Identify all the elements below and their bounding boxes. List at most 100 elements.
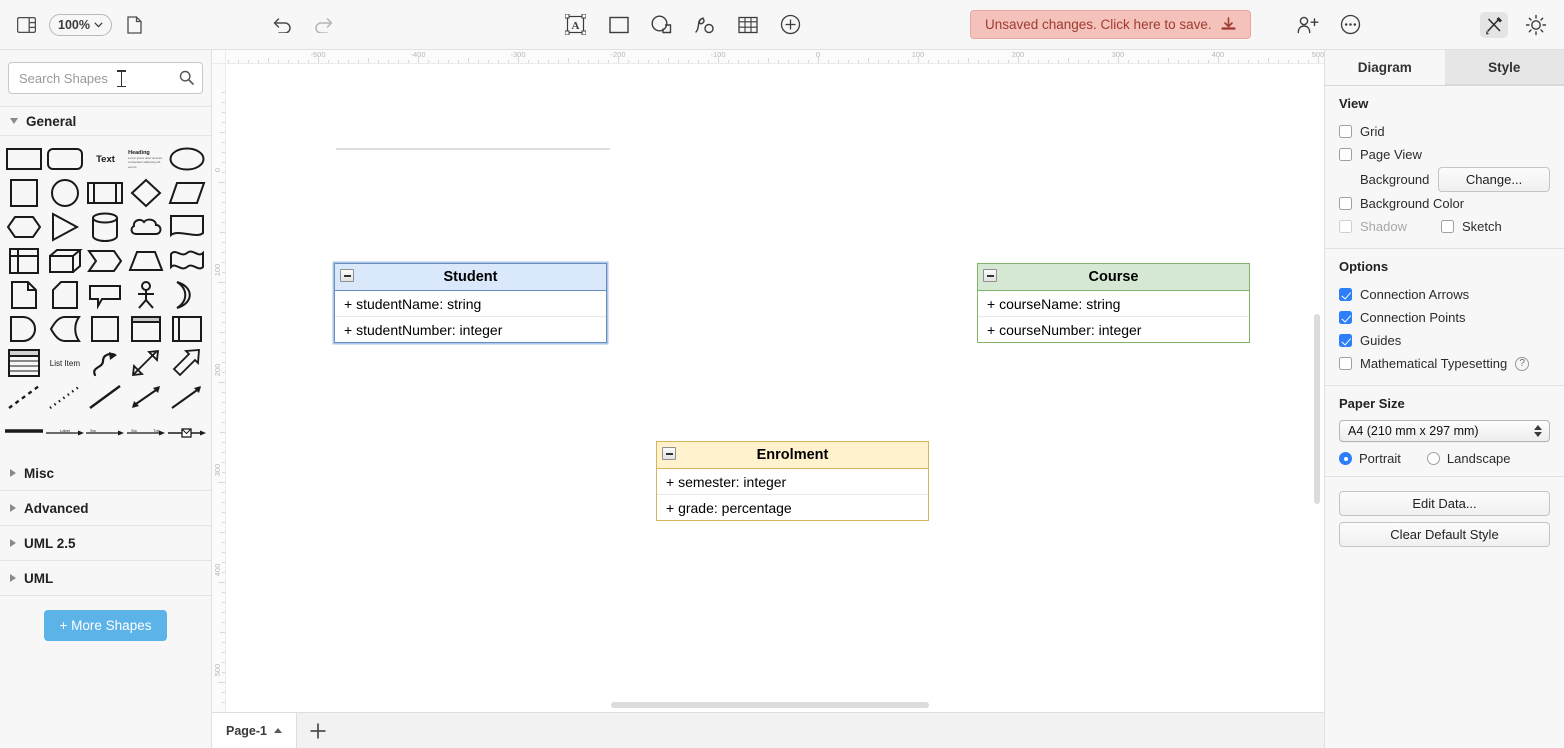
add-shape-icon[interactable] <box>777 12 805 38</box>
shape-double-arrow[interactable] <box>126 346 167 380</box>
shape-parallelogram[interactable] <box>166 176 207 210</box>
shape-rectangle[interactable] <box>4 142 45 176</box>
canvas-surface[interactable]: Student + studentName: string + studentN… <box>226 64 1324 712</box>
shape-square[interactable] <box>4 176 45 210</box>
collapse-icon[interactable] <box>662 447 676 460</box>
math-typesetting-row[interactable]: Mathematical Typesetting ? <box>1339 352 1550 375</box>
toggle-sidebar-icon[interactable] <box>12 12 40 38</box>
text-shape-icon[interactable]: A <box>562 12 590 38</box>
background-color-checkbox[interactable] <box>1339 197 1352 210</box>
uml-class-header[interactable]: Enrolment <box>657 442 928 469</box>
shape-diamond[interactable] <box>126 176 167 210</box>
search-icon[interactable] <box>179 70 194 85</box>
collapse-icon[interactable] <box>983 269 997 282</box>
uml-class-header[interactable]: Course <box>978 264 1249 291</box>
uml-attribute-row[interactable]: + courseName: string <box>978 291 1249 317</box>
landscape-radio[interactable] <box>1426 452 1440 465</box>
connection-arrows-row[interactable]: Connection Arrows <box>1339 283 1550 306</box>
guides-row[interactable]: Guides <box>1339 329 1550 352</box>
horizontal-scrollbar[interactable] <box>611 702 929 708</box>
clear-default-style-button[interactable]: Clear Default Style <box>1339 522 1550 547</box>
shape-note[interactable] <box>4 278 45 312</box>
shape-directional-arrow[interactable] <box>166 380 207 414</box>
uml-attribute-row[interactable]: + semester: integer <box>657 469 928 495</box>
shape-thick-line[interactable] <box>4 414 45 448</box>
shape-step[interactable] <box>85 244 126 278</box>
shape-callout[interactable] <box>85 278 126 312</box>
help-icon[interactable]: ? <box>1515 356 1530 371</box>
shape-or[interactable] <box>166 278 207 312</box>
shape-triangle[interactable] <box>45 210 86 244</box>
shape-container[interactable] <box>85 312 126 346</box>
connection-arrows-checkbox[interactable] <box>1339 288 1352 301</box>
unsaved-changes-button[interactable]: Unsaved changes. Click here to save. <box>969 10 1251 39</box>
uml-class-enrolment[interactable]: Enrolment + semester: integer + grade: p… <box>656 441 929 521</box>
shape-line[interactable] <box>85 380 126 414</box>
uml-attribute-row[interactable]: + courseNumber: integer <box>987 322 1142 338</box>
edit-data-button[interactable]: Edit Data... <box>1339 491 1550 516</box>
shape-source-edge[interactable]: Src <box>85 414 126 448</box>
format-panel-icon[interactable] <box>1480 11 1508 38</box>
shadow-checkbox[interactable] <box>1339 220 1352 233</box>
shape-circle[interactable] <box>45 176 86 210</box>
add-person-icon[interactable] <box>1294 12 1322 38</box>
paper-size-select[interactable]: A4 (210 mm x 297 mm) <box>1339 420 1550 442</box>
shape-window[interactable] <box>126 312 167 346</box>
connection-points-checkbox[interactable] <box>1339 311 1352 324</box>
shape-delay[interactable] <box>4 312 45 346</box>
portrait-radio[interactable] <box>1339 452 1352 465</box>
shape-vertical-container[interactable] <box>166 312 207 346</box>
uml-attribute-row[interactable]: + grade: percentage <box>666 500 792 516</box>
add-page-button[interactable] <box>297 713 339 748</box>
uml-class-student[interactable]: Student + studentName: string + studentN… <box>334 263 607 343</box>
more-options-icon[interactable] <box>1336 12 1364 38</box>
redo-icon[interactable] <box>309 12 337 38</box>
uml-attribute-row[interactable]: + studentNumber: integer <box>344 322 503 338</box>
shape-list[interactable] <box>4 346 45 380</box>
table-icon[interactable] <box>734 12 762 38</box>
sketch-checkbox[interactable] <box>1440 220 1454 233</box>
guides-checkbox[interactable] <box>1339 334 1352 347</box>
sidebar-section-advanced[interactable]: Advanced <box>0 491 211 526</box>
shape-cube[interactable] <box>45 244 86 278</box>
page-icon[interactable] <box>121 12 149 38</box>
shape-edge-with-label-box[interactable] <box>166 414 207 448</box>
sidebar-section-misc[interactable]: Misc <box>0 456 211 491</box>
shape-rounded-rectangle[interactable] <box>45 142 86 176</box>
ellipse-shape-icon[interactable] <box>648 12 676 38</box>
shape-curved-arrow[interactable] <box>85 346 126 380</box>
tab-style[interactable]: Style <box>1444 50 1564 85</box>
grid-row[interactable]: Grid <box>1339 120 1550 143</box>
shape-bidirectional-arrow[interactable] <box>126 380 167 414</box>
vertical-scrollbar[interactable] <box>1314 314 1320 504</box>
page-tab-page-1[interactable]: Page-1 <box>212 713 297 748</box>
shape-trapezoid[interactable] <box>126 244 167 278</box>
shape-tape[interactable] <box>166 244 207 278</box>
shape-dotted-line[interactable] <box>45 380 86 414</box>
freehand-icon[interactable] <box>691 12 719 38</box>
shape-document[interactable] <box>166 210 207 244</box>
search-shapes-box[interactable] <box>8 62 203 94</box>
connection-points-row[interactable]: Connection Points <box>1339 306 1550 329</box>
page-view-row[interactable]: Page View <box>1339 143 1550 166</box>
zoom-selector[interactable]: 100% <box>49 13 112 36</box>
uml-attribute-row[interactable]: + studentName: string <box>335 291 606 317</box>
collapse-icon[interactable] <box>340 269 354 282</box>
page-view-checkbox[interactable] <box>1339 148 1352 161</box>
background-change-button[interactable]: Change... <box>1438 166 1550 192</box>
shape-ellipse[interactable] <box>166 142 207 176</box>
more-shapes-button[interactable]: + More Shapes <box>43 610 168 641</box>
shape-cylinder[interactable] <box>85 210 126 244</box>
shape-card[interactable] <box>45 278 86 312</box>
search-input[interactable] <box>9 63 202 93</box>
undo-icon[interactable] <box>269 12 297 38</box>
uml-class-course[interactable]: Course + courseName: string + courseNumb… <box>977 263 1250 343</box>
uml-class-header[interactable]: Student <box>335 264 606 291</box>
theme-toggle-icon[interactable] <box>1522 12 1550 38</box>
shape-dashed-line[interactable] <box>4 380 45 414</box>
shape-display[interactable] <box>45 312 86 346</box>
tab-diagram[interactable]: Diagram <box>1325 50 1445 85</box>
